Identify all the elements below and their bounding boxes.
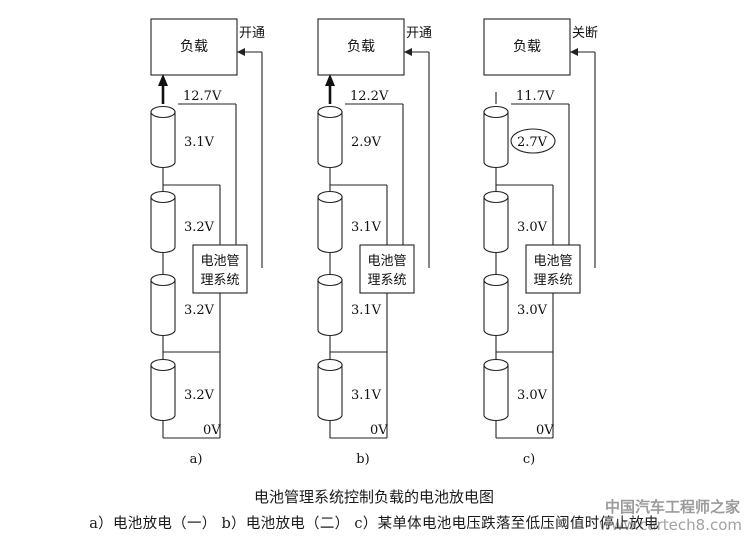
load-label: 负载 [513, 39, 541, 55]
switch-label: 开通 [406, 26, 432, 41]
cell-voltage-2: 3.1V [351, 220, 382, 235]
battery-body [483, 365, 509, 422]
battery-body [317, 197, 343, 254]
battery-body [483, 112, 509, 169]
cell-voltage-3: 3.2V [184, 303, 215, 318]
current-arrow-icon [158, 74, 168, 86]
battery-top [150, 273, 176, 287]
battery-body [150, 280, 176, 337]
battery-top [483, 105, 509, 119]
figure-title: 电池管理系统控制负载的电池放电图 [253, 488, 494, 506]
bms-label-line1: 电池管 [200, 254, 239, 269]
control-arrow-icon [570, 48, 578, 56]
panel-2: 负载 开通 12.2V 0V 2.9V 3.1V 3.1V 3.1V 电池管理系统 b) [317, 18, 432, 467]
switch-label: 关断 [572, 26, 598, 41]
battery-cell-4 [317, 358, 343, 422]
control-arrow-icon [237, 48, 245, 56]
battery-cell-2 [150, 190, 176, 254]
battery-top [317, 190, 343, 204]
battery-top [483, 190, 509, 204]
battery-top [150, 358, 176, 372]
panel-label: c) [523, 452, 535, 467]
ground-voltage: 0V [370, 423, 388, 438]
switch-label: 开通 [239, 26, 265, 41]
battery-cell-3 [317, 273, 343, 337]
total-voltage: 12.2V [350, 89, 389, 104]
battery-body [483, 197, 509, 254]
current-arrow-icon [325, 74, 335, 86]
cell-voltage-4: 3.0V [517, 388, 548, 403]
ground-voltage: 0V [536, 423, 554, 438]
total-voltage: 11.7V [516, 89, 555, 104]
cell-voltage-1: 2.9V [351, 135, 382, 150]
battery-cell-2 [483, 190, 509, 254]
figure-subtitle: a）电池放电（一） b）电池放电（二） c）某单体电池电压跌落至低压阈值时停止放… [89, 516, 659, 532]
load-label: 负载 [347, 39, 375, 55]
total-voltage: 12.7V [183, 89, 222, 104]
battery-body [150, 112, 176, 169]
battery-top [317, 273, 343, 287]
cell-voltage-2: 3.2V [184, 220, 215, 235]
bms-box [525, 244, 581, 294]
battery-top [483, 358, 509, 372]
cell-voltage-3: 3.0V [517, 303, 548, 318]
bms-box [359, 244, 415, 294]
load-box [150, 18, 238, 76]
bms-box [192, 244, 248, 294]
battery-body [317, 365, 343, 422]
battery-cell-4 [483, 358, 509, 422]
low-voltage-highlight [510, 128, 556, 154]
battery-body [483, 280, 509, 337]
battery-top [150, 105, 176, 119]
battery-top [483, 273, 509, 287]
cell-voltage-1: 3.1V [184, 135, 215, 150]
battery-body [317, 280, 343, 337]
panel-label: a) [190, 452, 203, 467]
battery-body [150, 365, 176, 422]
cell-voltage-4: 3.2V [184, 388, 215, 403]
panel-label: b) [356, 452, 369, 467]
bms-label-line1: 电池管 [367, 254, 406, 269]
load-box [317, 18, 405, 76]
bms-label-line2: 理系统 [200, 273, 239, 288]
load-label: 负载 [180, 39, 208, 55]
battery-top [317, 358, 343, 372]
bms-label-line1: 电池管 [533, 254, 572, 269]
battery-cell-2 [317, 190, 343, 254]
battery-cell-1 [483, 105, 509, 169]
battery-cell-4 [150, 358, 176, 422]
bms-label-line2: 理系统 [533, 273, 572, 288]
control-arrow-icon [404, 48, 412, 56]
watermark-text: 中国汽车工程师之家 [604, 498, 740, 516]
battery-body [317, 112, 343, 169]
battery-cell-1 [317, 105, 343, 169]
cell-voltage-1: 2.7V [517, 135, 548, 150]
load-box [483, 18, 571, 76]
panel-3: 负载 关断 11.7V 0V 2.7V 3.0V 3.0V 3.0V 电池管理系统 c) [483, 18, 598, 467]
cell-voltage-2: 3.0V [517, 220, 548, 235]
battery-cell-1 [150, 105, 176, 169]
battery-cell-3 [483, 273, 509, 337]
battery-top [317, 105, 343, 119]
cell-voltage-3: 3.1V [351, 303, 382, 318]
watermark-url: www.cartech8.com [598, 516, 742, 534]
watermark: 中国汽车工程师之家 www.cartech8.com [598, 490, 746, 540]
battery-body [150, 197, 176, 254]
cell-voltage-4: 3.1V [351, 388, 382, 403]
battery-cell-3 [150, 273, 176, 337]
battery-top [150, 190, 176, 204]
panel-1: 负载 开通 12.7V 0V 3.1V 3.2V 3.2V 3.2V 电池管理系统 a) [150, 18, 265, 467]
ground-voltage: 0V [203, 423, 221, 438]
bms-label-line2: 理系统 [367, 273, 406, 288]
